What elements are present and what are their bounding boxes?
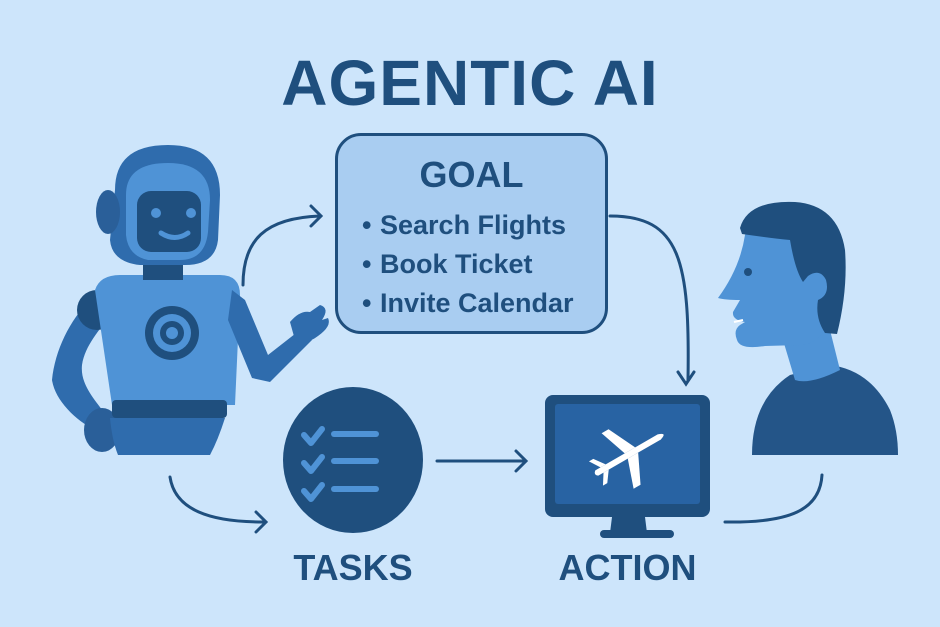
page-title: AGENTIC AI bbox=[281, 47, 659, 119]
person-profile-icon bbox=[718, 201, 898, 455]
goal-item-invite-calendar: • Invite Calendar bbox=[362, 284, 574, 323]
goal-item-search-flights: • Search Flights bbox=[362, 206, 574, 245]
bullet-icon: • bbox=[362, 288, 372, 318]
goal-item-book-ticket: • Book Ticket bbox=[362, 245, 574, 284]
goal-item-label: Invite Calendar bbox=[380, 288, 574, 318]
monitor-airplane-icon bbox=[545, 395, 710, 538]
goal-box: GOAL • Search Flights • Book Ticket • Invit… bbox=[335, 133, 608, 334]
goal-item-label: Book Ticket bbox=[380, 249, 533, 279]
bullet-icon: • bbox=[362, 249, 372, 279]
action-label: ACTION bbox=[558, 547, 697, 588]
goal-item-label: Search Flights bbox=[380, 210, 567, 240]
arrow-robot-to-goal bbox=[241, 204, 324, 287]
tasks-label: TASKS bbox=[293, 547, 413, 588]
arrow-person-to-action bbox=[723, 473, 824, 524]
robot-icon bbox=[52, 145, 329, 455]
goal-list: • Search Flights • Book Ticket • Invite Cal… bbox=[362, 206, 574, 323]
arrow-goal-to-action bbox=[608, 214, 696, 387]
bullet-icon: • bbox=[362, 210, 372, 240]
goal-title: GOAL bbox=[419, 154, 524, 195]
arrow-tasks-to-action bbox=[435, 449, 529, 473]
checklist-icon bbox=[283, 387, 423, 533]
arrow-robot-to-tasks bbox=[168, 475, 269, 534]
